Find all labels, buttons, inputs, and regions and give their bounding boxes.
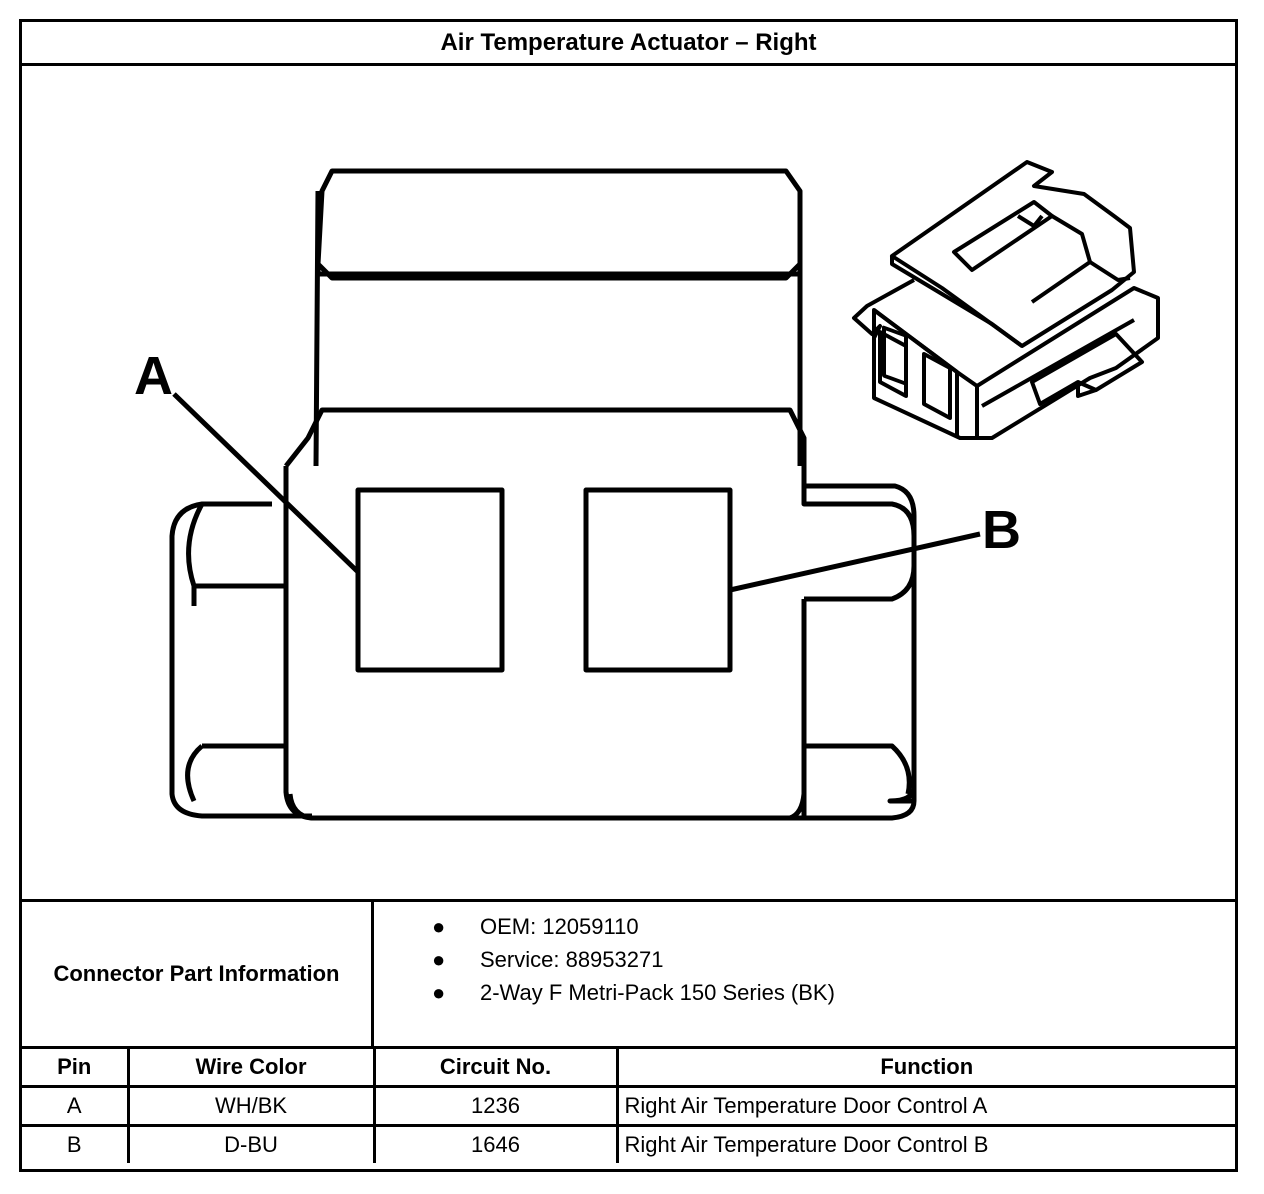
connector-info-list: ● OEM: 12059110 ● Service: 88953271 ● 2-… xyxy=(374,902,1235,1058)
connector-right-wing xyxy=(801,486,917,794)
connector-face-drawing: A B xyxy=(134,160,1160,821)
cell-function: Right Air Temperature Door Control A xyxy=(615,1085,1235,1127)
connector-body xyxy=(284,407,917,821)
leader-line-a xyxy=(172,392,360,574)
page-title: Air Temperature Actuator – Right xyxy=(22,22,1235,66)
connector-diagram: A B xyxy=(22,66,1235,899)
service-part-number: Service: 88953271 xyxy=(480,947,664,972)
table-row: B D-BU 1646 Right Air Temperature Door C… xyxy=(22,1124,1235,1163)
connector-info-item: ● 2-Way F Metri-Pack 150 Series (BK) xyxy=(374,980,1235,1013)
cell-function: Right Air Temperature Door Control B xyxy=(615,1124,1235,1163)
connector-info-item: ● OEM: 12059110 xyxy=(374,914,1235,947)
connector-info-label: Connector Part Information xyxy=(22,902,374,1046)
connector-sheet: Air Temperature Actuator – Right xyxy=(19,19,1238,1172)
connector-description: 2-Way F Metri-Pack 150 Series (BK) xyxy=(480,980,835,1005)
connector-part-information: Connector Part Information ● OEM: 120591… xyxy=(22,899,1235,1049)
cell-circuit-no: 1236 xyxy=(372,1085,619,1127)
header-wire-color: Wire Color xyxy=(126,1049,376,1088)
connector-outline xyxy=(283,466,807,821)
pin-table: Pin Wire Color Circuit No. Function A WH… xyxy=(22,1049,1235,1163)
bullet-icon: ● xyxy=(432,947,446,972)
connector-latch-cap xyxy=(315,168,803,281)
cavity-b xyxy=(583,487,733,673)
cell-pin: B xyxy=(22,1124,130,1163)
bullet-icon: ● xyxy=(432,980,446,1005)
connector-info-item: ● Service: 88953271 xyxy=(374,947,1235,980)
header-function: Function xyxy=(615,1049,1235,1088)
cavity-a xyxy=(355,487,505,673)
connector-left-wing xyxy=(169,501,312,819)
oem-part-number: OEM: 12059110 xyxy=(480,914,639,939)
table-header-row: Pin Wire Color Circuit No. Function xyxy=(22,1049,1235,1088)
connector-latch xyxy=(313,190,803,467)
pin-label-b: B xyxy=(982,500,1021,560)
header-pin: Pin xyxy=(22,1049,130,1088)
header-circuit-no: Circuit No. xyxy=(372,1049,619,1088)
cell-circuit-no: 1646 xyxy=(372,1124,619,1163)
cell-pin: A xyxy=(22,1085,130,1127)
connector-isometric-view xyxy=(852,160,1160,440)
pin-label-a: A xyxy=(134,346,173,406)
cell-wire-color: WH/BK xyxy=(126,1085,376,1127)
cell-wire-color: D-BU xyxy=(126,1124,376,1163)
table-row: A WH/BK 1236 Right Air Temperature Door … xyxy=(22,1085,1235,1127)
bullet-icon: ● xyxy=(432,914,446,939)
leader-line-b xyxy=(729,531,981,593)
